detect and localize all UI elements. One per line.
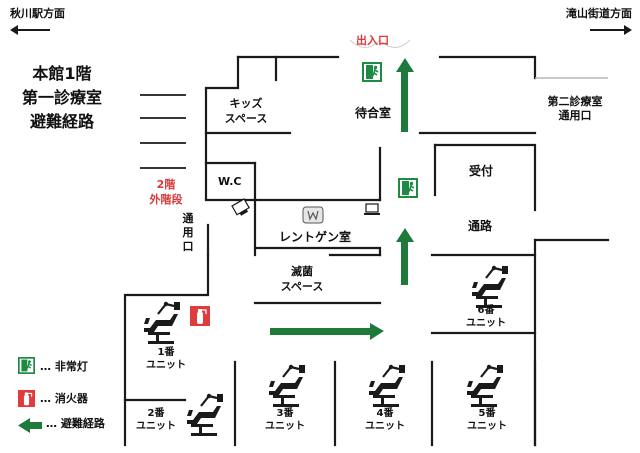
- room-label: スペース: [224, 112, 268, 125]
- walls: [123, 55, 610, 447]
- dental-chair-icon: [142, 300, 182, 346]
- unit-label: ユニット: [136, 421, 176, 432]
- legend-extinguisher-icon: [18, 390, 35, 407]
- unit-1: 1番 ユニット: [138, 346, 194, 372]
- emergency-light-icon: [397, 177, 419, 199]
- room-label: 通: [182, 212, 194, 225]
- floor-title: 本館1階 第一診療室 避難経路: [12, 62, 112, 134]
- floor-title-line: 第一診療室: [21, 88, 102, 107]
- dental-chair-icon: [185, 392, 225, 438]
- room-label: 2階: [156, 178, 176, 191]
- unit-number: 6番: [477, 305, 495, 316]
- unit-number: 1番: [157, 347, 175, 358]
- room-label: 口: [182, 240, 194, 253]
- room-kids-space: キッズ スペース: [214, 96, 278, 126]
- room-waiting: 待合室: [355, 106, 392, 120]
- room-label: 第二診療室: [547, 95, 603, 108]
- fire-extinguisher-icon: [190, 306, 210, 326]
- room-second-clinic-passage: 第二診療室 通用口: [535, 95, 615, 123]
- room-service-entrance: 通 用 口: [179, 212, 197, 254]
- dental-chair-icon: [267, 363, 307, 409]
- legend-evacuation-route: … 避難経路: [46, 417, 105, 430]
- floor-title-line: 本館1階: [32, 64, 92, 83]
- floor-title-line: 避難経路: [29, 112, 94, 131]
- dental-chair-icon: [470, 264, 510, 310]
- direction-left-label: 秋川駅方面: [10, 7, 65, 20]
- unit-2: 2番 ユニット: [128, 407, 184, 433]
- unit-6: 6番 ユニット: [458, 304, 514, 330]
- unit-4: 4番 ユニット: [357, 407, 413, 433]
- emergency-light-icon: [361, 61, 383, 83]
- unit-label: ユニット: [146, 360, 186, 371]
- monitor-icon: [364, 203, 380, 215]
- evacuation-arrow-icon: [270, 323, 384, 340]
- room-reception: 受付: [469, 164, 494, 178]
- dental-chair-icon: [367, 363, 407, 409]
- room-passage: 通路: [468, 219, 493, 233]
- unit-number: 3番: [276, 408, 294, 419]
- room-label: 通用口: [558, 109, 592, 122]
- arrow-right-icon: [590, 25, 632, 35]
- room-label: 滅菌: [291, 265, 313, 278]
- unit-label: ユニット: [265, 421, 305, 432]
- unit-number: 2番: [147, 408, 165, 419]
- room-label: 外階段: [149, 193, 183, 206]
- room-label: 用: [182, 226, 194, 239]
- room-label: キッズ: [229, 97, 263, 110]
- legend-extinguisher: … 消火器: [40, 392, 88, 405]
- room-wc: W.C: [218, 175, 242, 188]
- camera-device-icon: [231, 198, 250, 216]
- unit-number: 4番: [376, 408, 394, 419]
- direction-right-label: 滝山街道方面: [566, 7, 632, 20]
- outside-stairs-label: 2階 外階段: [138, 177, 194, 207]
- unit-label: ユニット: [365, 421, 405, 432]
- unit-5: 5番 ユニット: [459, 407, 515, 433]
- legend-arrow-icon: [18, 418, 42, 433]
- evacuation-arrow-icon: [396, 228, 414, 285]
- unit-3: 3番 ユニット: [257, 407, 313, 433]
- room-sterilization: 滅菌 スペース: [270, 264, 334, 294]
- unit-number: 5番: [478, 408, 496, 419]
- legend-emergency-light: … 非常灯: [40, 360, 88, 373]
- xray-device-icon: [302, 206, 324, 224]
- arrow-left-icon: [10, 25, 50, 35]
- room-label: スペース: [280, 280, 324, 293]
- entrance-door: [349, 39, 411, 48]
- legend-emergency-light-icon: [17, 356, 36, 375]
- dental-chair-icon: [465, 363, 505, 409]
- evacuation-arrow-icon: [396, 58, 414, 132]
- unit-label: ユニット: [466, 318, 506, 329]
- unit-label: ユニット: [467, 421, 507, 432]
- room-xray: レントゲン室: [279, 230, 352, 244]
- outside-stairs: [140, 94, 186, 169]
- exit-label: 出入口: [356, 34, 389, 47]
